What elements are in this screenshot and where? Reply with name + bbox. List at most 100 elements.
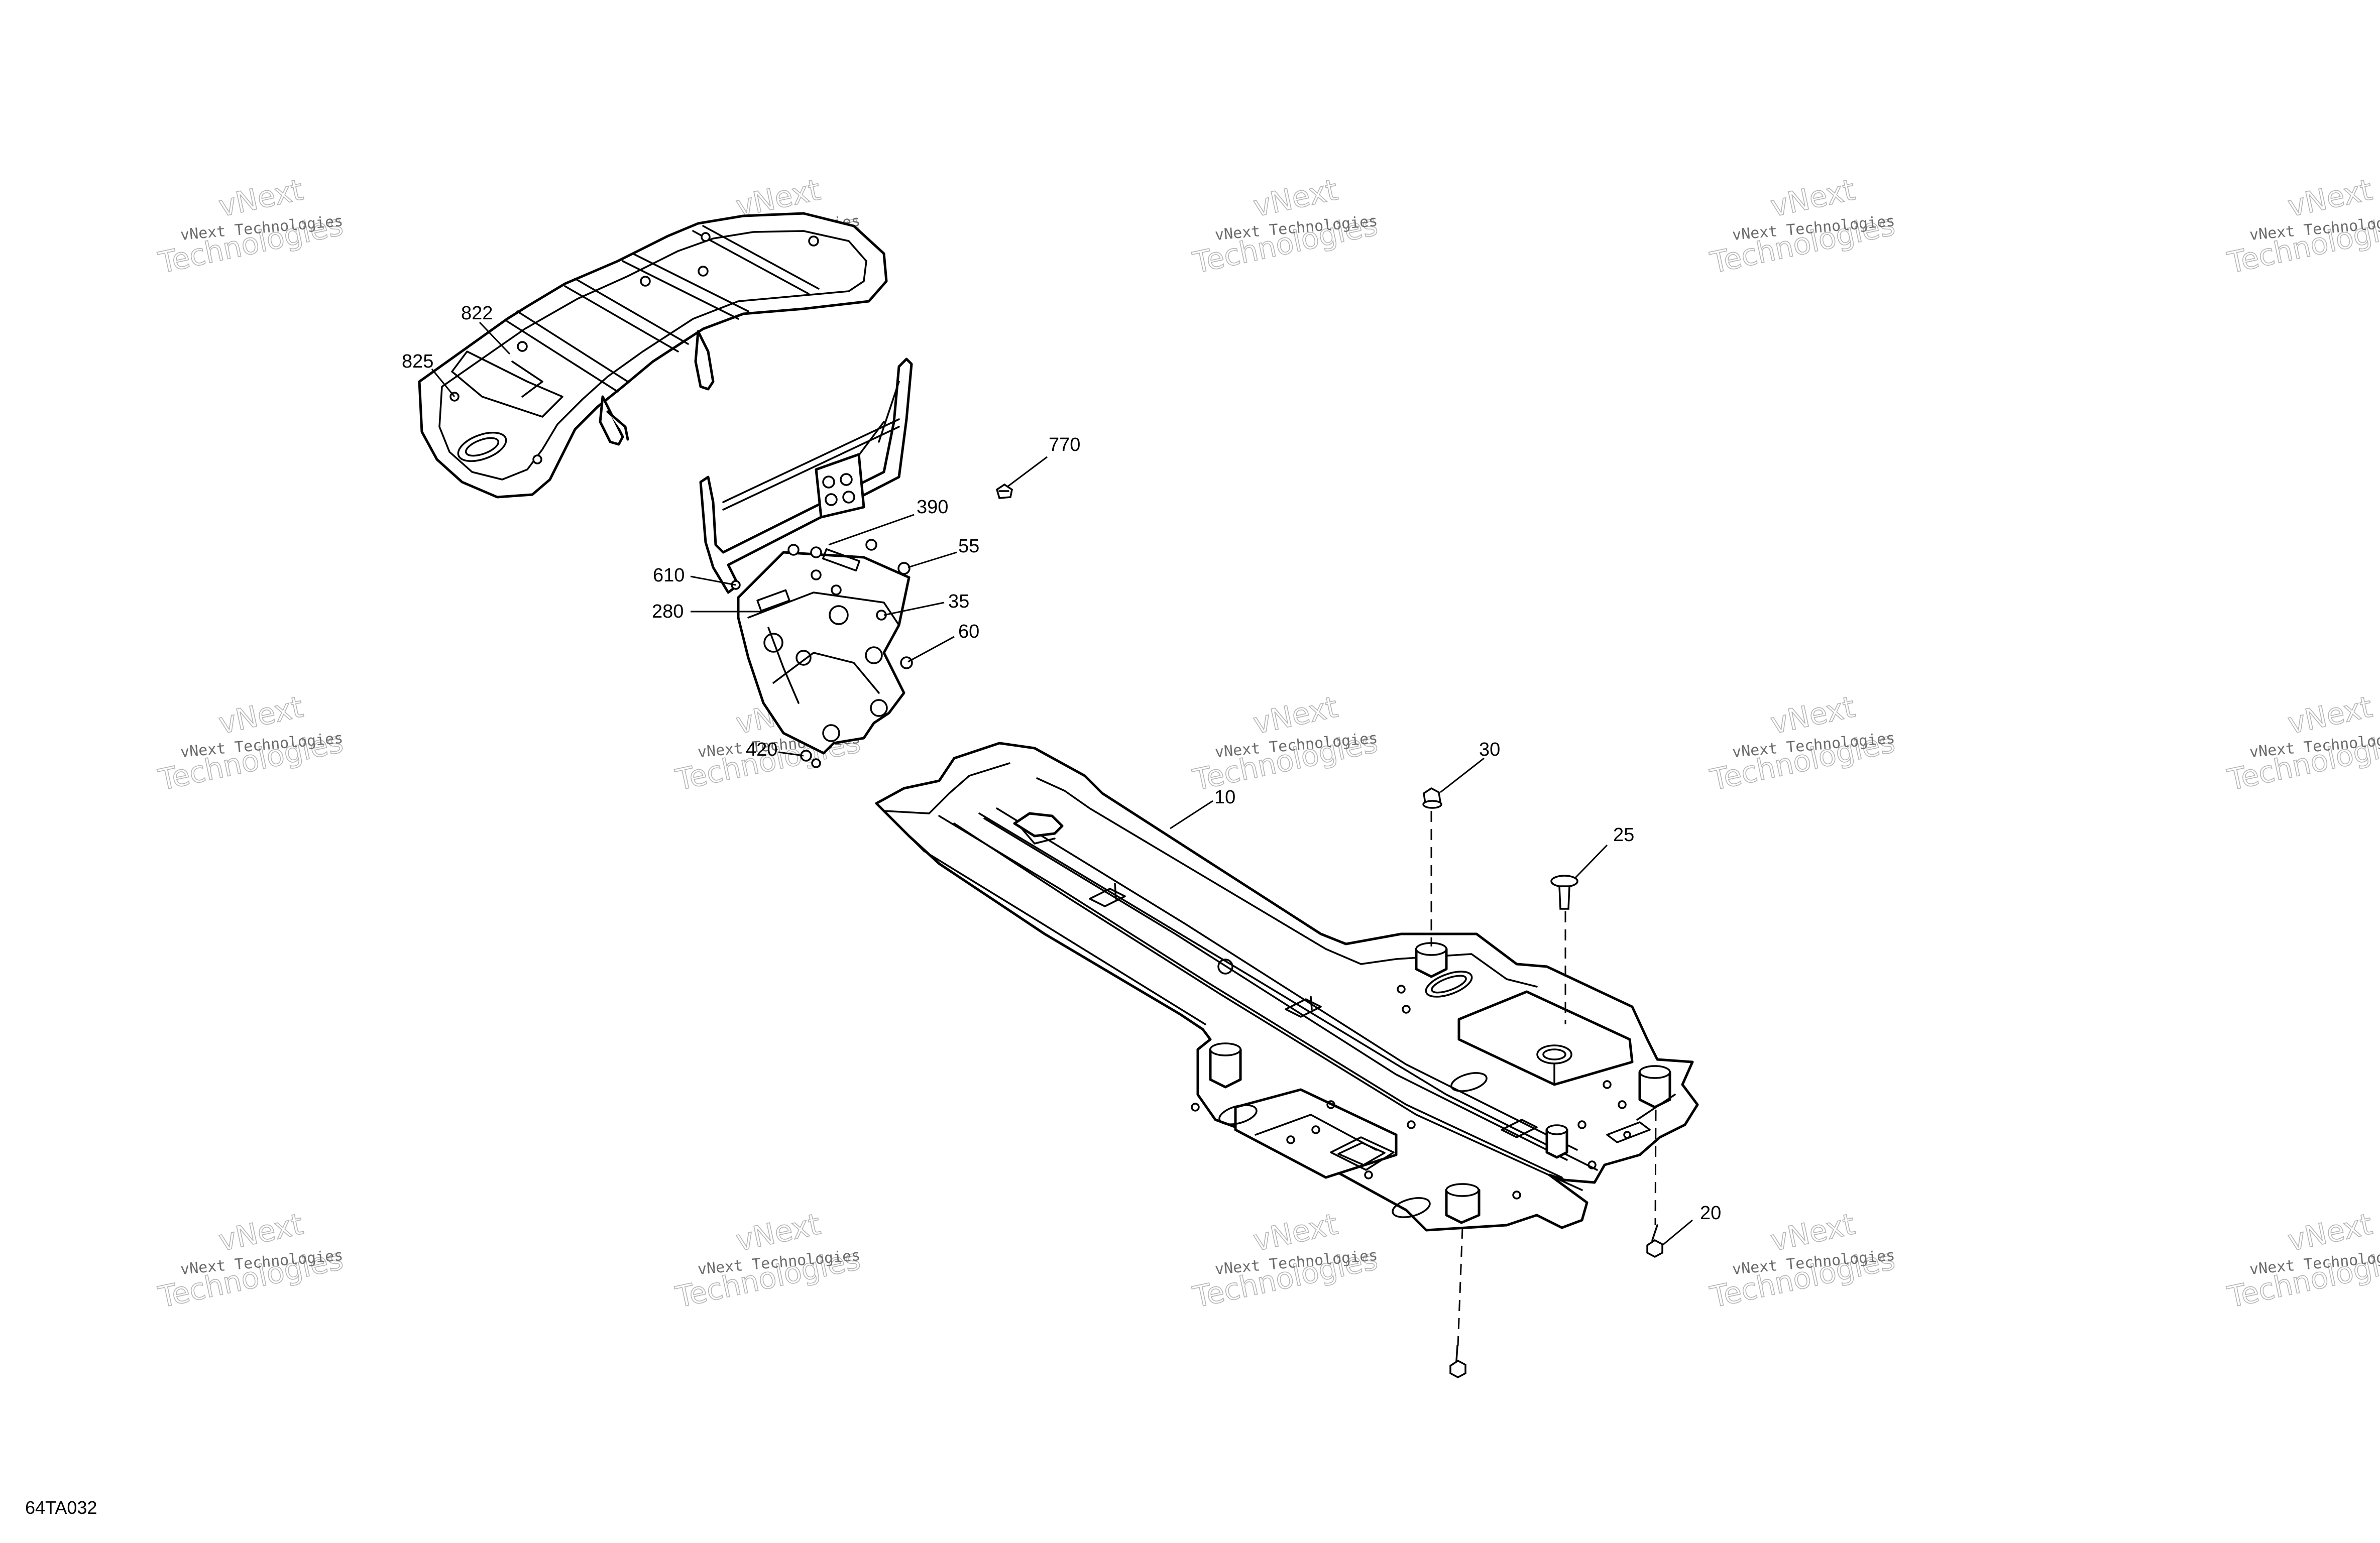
skid-plate-oval-hole [1536, 1044, 1572, 1064]
skid-plate-hole [1407, 1120, 1416, 1129]
leader-610 [690, 575, 736, 586]
bumper-vent-plate [815, 453, 865, 519]
skid-plate-square-hole [1330, 1136, 1395, 1171]
leader-55 [908, 551, 957, 568]
leader-35 [883, 602, 945, 616]
callout-825[interactable]: 825 [402, 351, 433, 372]
callouts: 822 825 770 390 55 610 280 35 60 420 10 … [402, 303, 1721, 1224]
skid-plate-hole [1191, 1103, 1200, 1112]
bracket-nut [811, 569, 822, 580]
bumper-plate-fold [772, 652, 880, 694]
watermark-big-top: vNext [1767, 172, 1858, 223]
watermark-big-top: vNext [2285, 1207, 2375, 1258]
leader-420 [778, 751, 804, 757]
watermark-big-top: vNext [1767, 689, 1858, 741]
callout-10[interactable]: 10 [1214, 787, 1235, 808]
skid-plate-rib [1501, 1119, 1538, 1138]
front-rack[interactable] [418, 212, 888, 499]
skid-plate-pad-edge [1255, 1114, 1377, 1151]
skid-plate-lip [908, 835, 1206, 1025]
bumper-vent-hole [842, 491, 855, 504]
skid-plate-lip [938, 815, 1563, 1178]
rack-pad-opening [465, 437, 500, 457]
bracket-nut [897, 562, 911, 575]
callout-20[interactable]: 20 [1700, 1203, 1721, 1224]
callout-770[interactable]: 770 [1049, 434, 1080, 455]
leader-20 [1662, 1219, 1693, 1246]
callout-610[interactable]: 610 [653, 565, 685, 586]
bolt-head [1449, 1359, 1466, 1378]
skid-plate-oval-hole [1431, 975, 1467, 994]
callout-55[interactable]: 55 [958, 536, 979, 557]
rack-mount-tab [606, 410, 629, 441]
skid-plate-rib [1089, 888, 1126, 907]
skid-plate-oval-hole [1542, 1048, 1566, 1060]
watermark-big-top: vNext [1250, 1207, 1340, 1258]
rack-cross-tube [574, 278, 689, 345]
leader-60 [908, 636, 955, 663]
skid-plate-boss-top [1639, 1065, 1671, 1079]
rack-cross-tube [632, 253, 749, 312]
hardware-bottom-bolt[interactable] [1449, 1345, 1466, 1378]
callout-822[interactable]: 822 [461, 303, 493, 324]
rack-mount-tab [694, 330, 715, 391]
skid-plate-raised-rib [1636, 1094, 1676, 1121]
callout-25[interactable]: 25 [1613, 824, 1634, 846]
rack-bolt [701, 232, 711, 242]
hardware-25[interactable] [1550, 875, 1578, 910]
hardware-770[interactable] [995, 483, 1013, 499]
rivet-25-head [1550, 875, 1578, 888]
rack-cross-tube [622, 260, 739, 320]
nut-30-flange [1422, 800, 1442, 809]
callout-420[interactable]: 420 [746, 739, 777, 760]
bracket-nut [900, 656, 913, 669]
skid-plate-boss-top [1209, 1042, 1241, 1056]
callout-390[interactable]: 390 [917, 497, 948, 518]
skid-plate-hole [1364, 1170, 1373, 1179]
skid-plate-hole [1397, 985, 1406, 994]
bumper-crossbar [722, 418, 900, 503]
skid-plate-hole [1577, 1120, 1586, 1129]
watermark-big-top: vNext [1250, 689, 1340, 741]
skid-plate[interactable] [875, 742, 1699, 1232]
watermark-big-top: vNext [2285, 689, 2375, 741]
watermark-big-top: vNext [1767, 1207, 1858, 1258]
skid-plate-boss-top [1445, 1183, 1480, 1197]
figure-code: 64TA032 [25, 1497, 97, 1518]
skid-plate-oval-hole [1425, 971, 1473, 998]
hardware-30[interactable] [1422, 787, 1442, 809]
watermark-big-top: vNext [733, 1207, 823, 1258]
callout-30[interactable]: 30 [1479, 739, 1500, 760]
rack-bolt [698, 266, 709, 277]
skid-plate-oval-hole [1392, 1197, 1431, 1218]
callout-35[interactable]: 35 [948, 591, 969, 612]
skid-plate-hole [1512, 1191, 1521, 1200]
rack-cross-tube [516, 310, 629, 383]
rack-bolt [808, 235, 819, 247]
callout-60[interactable]: 60 [958, 621, 979, 642]
skid-plate-boss-top [1546, 1124, 1568, 1135]
skid-plate-channel [983, 817, 1568, 1161]
watermark-big-top: vNext [2285, 172, 2375, 223]
rivet-25-shank [1558, 885, 1570, 910]
bumper-plate-slot [822, 548, 861, 572]
skid-plate-hole [1618, 1100, 1627, 1109]
watermark-big-top: vNext [1250, 172, 1340, 223]
watermark-big-top: vNext [215, 172, 306, 223]
bracket-nut [831, 584, 842, 596]
bumper-plate-fold [767, 627, 800, 704]
leader-lines [431, 321, 1693, 1246]
front-bumper-bracket[interactable] [699, 358, 913, 768]
rack-cross-tube [506, 320, 619, 393]
hardware-420 [811, 758, 821, 768]
skid-plate-hole [1217, 959, 1233, 975]
hardware-20[interactable] [1646, 1224, 1663, 1258]
bumper-plate-hole [829, 605, 849, 625]
skid-plate-oval-hole [1218, 1104, 1258, 1125]
callout-280[interactable]: 280 [652, 601, 684, 622]
skid-plate-raised-rib [1606, 1121, 1651, 1143]
bumper-vent-hole [840, 473, 853, 486]
skid-plate-square-hole [1337, 1142, 1386, 1166]
bumper-vent-hole [822, 476, 835, 489]
bumper-plate-hole [763, 633, 783, 653]
